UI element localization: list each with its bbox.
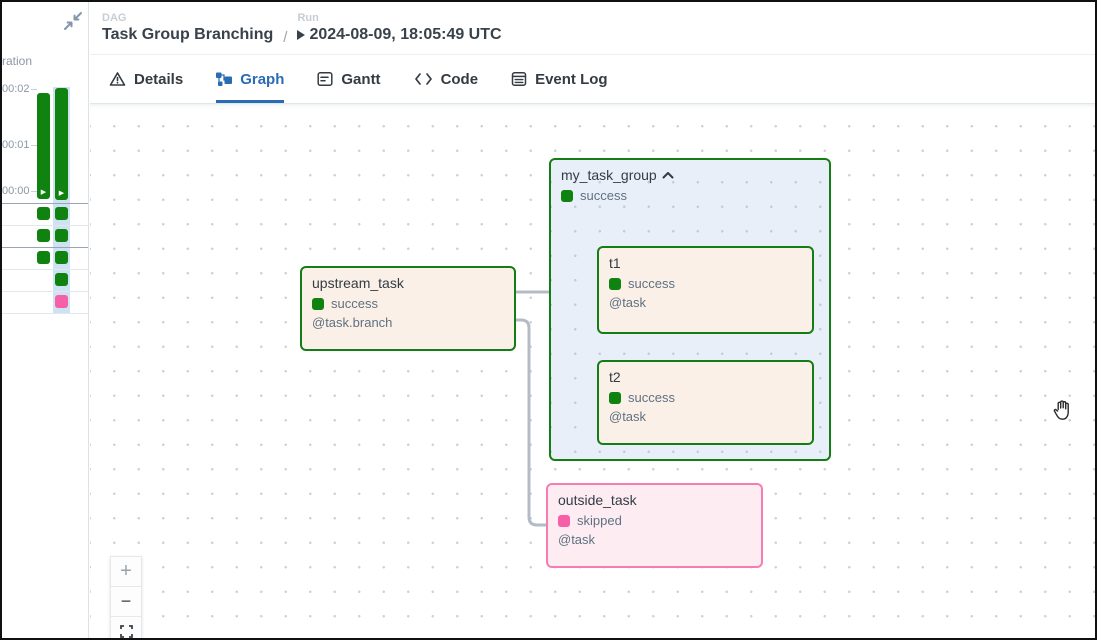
axis-tick-label: 00:01	[2, 139, 30, 151]
task-decorator: @task	[609, 295, 647, 310]
play-icon: ▶	[58, 190, 65, 197]
status-square-icon	[609, 277, 621, 290]
task-node-t2[interactable]: t2 success @task	[597, 360, 814, 445]
breadcrumb: DAG Task Group Branching / Run 2024-08-0…	[90, 2, 1095, 55]
status-square-icon	[561, 189, 573, 202]
task-title: t2	[609, 369, 621, 385]
group-status: success	[580, 188, 627, 203]
run-breadcrumb-label: Run	[297, 12, 319, 24]
edge-upstream-outside	[514, 318, 548, 527]
task-status: success	[628, 390, 675, 405]
row-divider	[2, 247, 88, 248]
grid-sidebar: ration 00:02 00:01 00:00 ▶ ▶	[2, 2, 89, 638]
task-status: success	[331, 296, 378, 311]
warning-icon	[109, 72, 126, 86]
task-node-upstream-task[interactable]: upstream_task success @task.branch	[300, 266, 516, 351]
duration-axis-title: ration	[2, 54, 33, 68]
row-divider	[2, 291, 88, 292]
run-state-icon	[297, 30, 306, 40]
task-title: outside_task	[558, 492, 637, 508]
task-decorator: @task	[558, 532, 596, 547]
task-instance-square[interactable]	[37, 207, 50, 220]
collapse-grid-button[interactable]	[62, 11, 84, 33]
gantt-icon	[317, 72, 333, 86]
run-id-link[interactable]: 2024-08-09, 18:05:49 UTC	[297, 26, 502, 44]
event-log-icon	[511, 72, 527, 86]
task-instance-square[interactable]	[55, 295, 68, 308]
main-panel: DAG Task Group Branching / Run 2024-08-0…	[90, 2, 1095, 638]
hand-grab-cursor-icon	[1053, 400, 1069, 420]
task-instance-square[interactable]	[55, 273, 68, 286]
task-instance-square[interactable]	[55, 207, 68, 220]
tab-graph[interactable]: Graph	[216, 55, 284, 103]
task-node-t1[interactable]: t1 success @task	[597, 246, 814, 334]
tab-gantt[interactable]: Gantt	[317, 55, 381, 103]
status-square-icon	[558, 514, 570, 527]
task-title: t1	[609, 255, 621, 271]
fit-view-button[interactable]	[110, 616, 142, 638]
dag-breadcrumb-label: DAG	[102, 12, 127, 24]
graph-icon	[216, 72, 233, 86]
play-icon: ▶	[40, 189, 47, 196]
row-divider	[2, 203, 88, 204]
fit-view-icon	[119, 624, 133, 638]
compress-arrows-icon	[64, 12, 82, 30]
dag-name-link[interactable]: Task Group Branching	[102, 26, 274, 43]
task-instance-square[interactable]	[37, 229, 50, 242]
tab-code[interactable]: Code	[414, 55, 478, 103]
group-title: my_task_group	[561, 167, 657, 183]
breadcrumb-separator: /	[283, 29, 288, 46]
run-duration-bar[interactable]: ▶	[37, 93, 50, 199]
axis-tick	[31, 191, 37, 192]
task-title: upstream_task	[312, 275, 404, 291]
axis-tick-label: 00:00	[2, 185, 30, 197]
axis-tick-label: 00:02	[2, 83, 30, 95]
task-node-outside-task[interactable]: outside_task skipped @task	[546, 483, 763, 568]
zoom-out-button[interactable]: −	[110, 586, 142, 616]
graph-canvas[interactable]: my_task_group success t1 success @task	[90, 104, 1095, 638]
task-decorator: @task.branch	[312, 315, 393, 330]
row-divider	[2, 269, 88, 270]
zoom-in-button[interactable]: +	[110, 556, 142, 586]
status-square-icon	[609, 391, 621, 404]
task-instance-square[interactable]	[55, 229, 68, 242]
tab-event-log[interactable]: Event Log	[511, 55, 608, 103]
axis-tick	[31, 145, 37, 146]
task-decorator: @task	[609, 409, 647, 424]
task-instance-square[interactable]	[55, 251, 68, 264]
canvas-controls: + −	[110, 556, 142, 638]
task-group-node-my-task-group[interactable]: my_task_group success t1 success @task	[549, 158, 831, 461]
status-square-icon	[312, 297, 324, 310]
row-divider	[2, 225, 88, 226]
task-status: success	[628, 276, 675, 291]
task-instance-square[interactable]	[37, 251, 50, 264]
task-status: skipped	[577, 513, 622, 528]
view-tabs: Details Graph G	[90, 55, 1095, 104]
axis-tick	[31, 89, 37, 90]
row-divider	[2, 313, 88, 314]
code-icon	[414, 73, 432, 85]
tab-details[interactable]: Details	[109, 55, 183, 103]
chevron-up-icon[interactable]	[662, 171, 674, 179]
run-duration-bar[interactable]: ▶	[55, 88, 68, 200]
